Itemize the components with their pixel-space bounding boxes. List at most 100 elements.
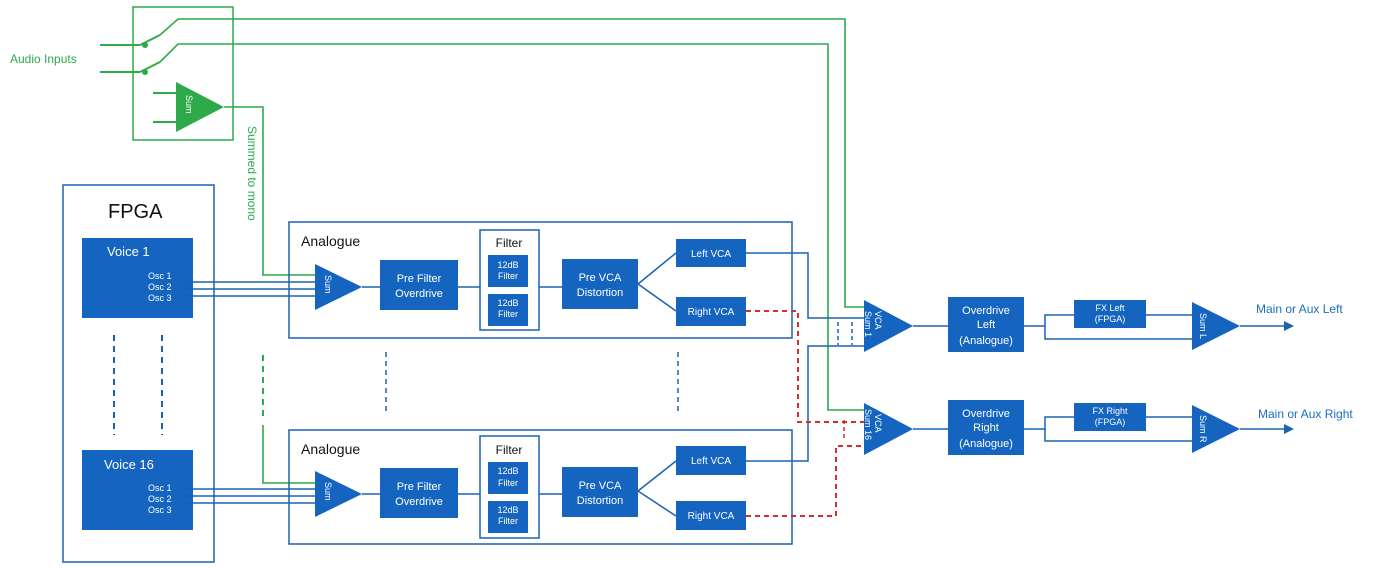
analogue-box-16 [288, 429, 793, 545]
svg-text:Overdrive: Overdrive [395, 496, 443, 508]
svg-text:Filter: Filter [498, 271, 518, 281]
fpga-section: FPGA Voice 1 Osc 1 Osc 2 Osc 3 Voice 16 … [62, 184, 215, 563]
output-right-arrow [1284, 424, 1294, 434]
output-left-chain: VCA Sum 1 Overdrive Left (Analogue) FX L… [863, 297, 1343, 352]
analogue-1-filter-b [488, 294, 528, 326]
analogue-16-sum-label: Sum [323, 482, 333, 501]
vca-routing [746, 252, 866, 517]
audio-input-section: Audio Inputs Sum Summed to mono [10, 6, 866, 484]
analogue-1-pre-vca-distortion [562, 259, 638, 309]
analogue-voice-1: Analogue Sum Pre Filter Overdrive Filter… [288, 221, 793, 339]
svg-text:Right: Right [973, 422, 999, 434]
analogue-16-pre-filter-overdrive [380, 468, 458, 518]
sum-right [1192, 405, 1240, 453]
svg-text:Overdrive: Overdrive [395, 288, 443, 300]
svg-text:(Analogue): (Analogue) [959, 438, 1013, 450]
svg-text:Distortion: Distortion [577, 287, 623, 299]
svg-text:Pre VCA: Pre VCA [579, 272, 622, 284]
svg-text:Right VCA: Right VCA [688, 511, 735, 522]
svg-text:12dB: 12dB [497, 505, 518, 515]
svg-text:Pre Filter: Pre Filter [397, 481, 442, 493]
voice-16-osc-2: Osc 2 [148, 494, 172, 504]
sum-left [1192, 302, 1240, 350]
svg-text:Overdrive: Overdrive [962, 408, 1010, 420]
voice-16-osc-1: Osc 1 [148, 483, 172, 493]
svg-text:FX Left: FX Left [1095, 303, 1125, 313]
voice-1-block [82, 238, 193, 318]
svg-text:Pre Filter: Pre Filter [397, 273, 442, 285]
input-sum-amplifier [176, 82, 224, 132]
svg-text:(FPGA): (FPGA) [1095, 417, 1126, 427]
analogue-16-right-vca [676, 501, 746, 530]
output-left-arrow [1284, 321, 1294, 331]
analogue-box-1 [288, 221, 793, 339]
analogue-16-sum [315, 471, 362, 517]
analogue-1-pre-filter-overdrive [380, 260, 458, 310]
voice-16-osc-3: Osc 3 [148, 505, 172, 515]
audio-input-2-to-vca-right [159, 43, 866, 411]
svg-text:Sum 1: Sum 1 [863, 311, 873, 337]
svg-text:Left VCA: Left VCA [691, 249, 731, 260]
svg-text:Filter: Filter [498, 478, 518, 488]
svg-text:Left: Left [977, 319, 995, 331]
summed-to-mono-label: Summed to mono [245, 126, 259, 221]
analogue-1-left-vca [676, 239, 746, 267]
left-vca-16-to-sum-left [746, 345, 866, 462]
analogue-1-sum [315, 264, 362, 310]
vca-sum-right [864, 403, 913, 455]
voice-1-label: Voice 1 [107, 244, 150, 259]
voice-1-osc-2: Osc 2 [148, 282, 172, 292]
switch-pivot-2 [142, 69, 148, 75]
fx-left [1074, 300, 1146, 328]
analogue-1-right-vca [676, 297, 746, 326]
svg-text:12dB: 12dB [497, 260, 518, 270]
right-vca-16-to-sum-right [746, 445, 866, 517]
svg-text:Distortion: Distortion [577, 495, 623, 507]
analogue-continuation-dashes [385, 352, 679, 415]
input-switch-box [132, 6, 234, 141]
voice-1-osc-3: Osc 3 [148, 293, 172, 303]
right-vca-1-to-sum-right [746, 310, 866, 423]
svg-text:(FPGA): (FPGA) [1095, 314, 1126, 324]
analogue-16-filter-b [488, 501, 528, 533]
summed-mono-path-bottom [262, 425, 315, 484]
analogue-16-pre-vca-distortion [562, 467, 638, 517]
analogue-voice-16: Analogue Sum Pre Filter Overdrive Filter… [288, 429, 793, 545]
svg-text:VCA: VCA [873, 311, 883, 330]
input-sum-label: Sum [184, 95, 194, 114]
voice-16-label: Voice 16 [104, 457, 154, 472]
left-vca-1-to-sum-left [746, 252, 866, 319]
audio-inputs-label: Audio Inputs [10, 52, 77, 66]
main-aux-left-label: Main or Aux Left [1256, 302, 1343, 316]
analogue-16-left-vca [676, 446, 746, 475]
svg-text:Filter: Filter [498, 516, 518, 526]
analogue-1-filter-a [488, 255, 528, 287]
svg-text:Filter: Filter [498, 309, 518, 319]
svg-text:Sum 16: Sum 16 [863, 409, 873, 440]
analogue-1-sum-label: Sum [323, 275, 333, 294]
audio-input-1-to-vca-left [159, 18, 866, 308]
summed-mono-path-top [224, 106, 315, 276]
voice-16-block [82, 450, 193, 530]
fpga-box [62, 184, 215, 563]
svg-text:Left VCA: Left VCA [691, 456, 731, 467]
oscillator-lines [180, 281, 316, 504]
vca-sum-left [864, 300, 913, 352]
fpga-title: FPGA [108, 201, 163, 223]
fx-right [1074, 403, 1146, 431]
svg-text:Pre VCA: Pre VCA [579, 480, 622, 492]
svg-text:Overdrive: Overdrive [962, 305, 1010, 317]
svg-text:Sum L: Sum L [1198, 313, 1208, 339]
main-aux-right-label: Main or Aux Right [1258, 407, 1353, 421]
svg-text:12dB: 12dB [497, 466, 518, 476]
svg-text:VCA: VCA [873, 414, 883, 433]
output-right-chain: VCA Sum 16 Overdrive Right (Analogue) FX… [863, 400, 1353, 455]
analogue-16-filter-a [488, 462, 528, 494]
svg-text:Sum R: Sum R [1198, 415, 1208, 443]
analogue-16-title: Analogue [301, 441, 360, 457]
voice-1-osc-1: Osc 1 [148, 271, 172, 281]
svg-text:12dB: 12dB [497, 298, 518, 308]
svg-text:Right VCA: Right VCA [688, 307, 735, 318]
overdrive-left [948, 297, 1024, 352]
